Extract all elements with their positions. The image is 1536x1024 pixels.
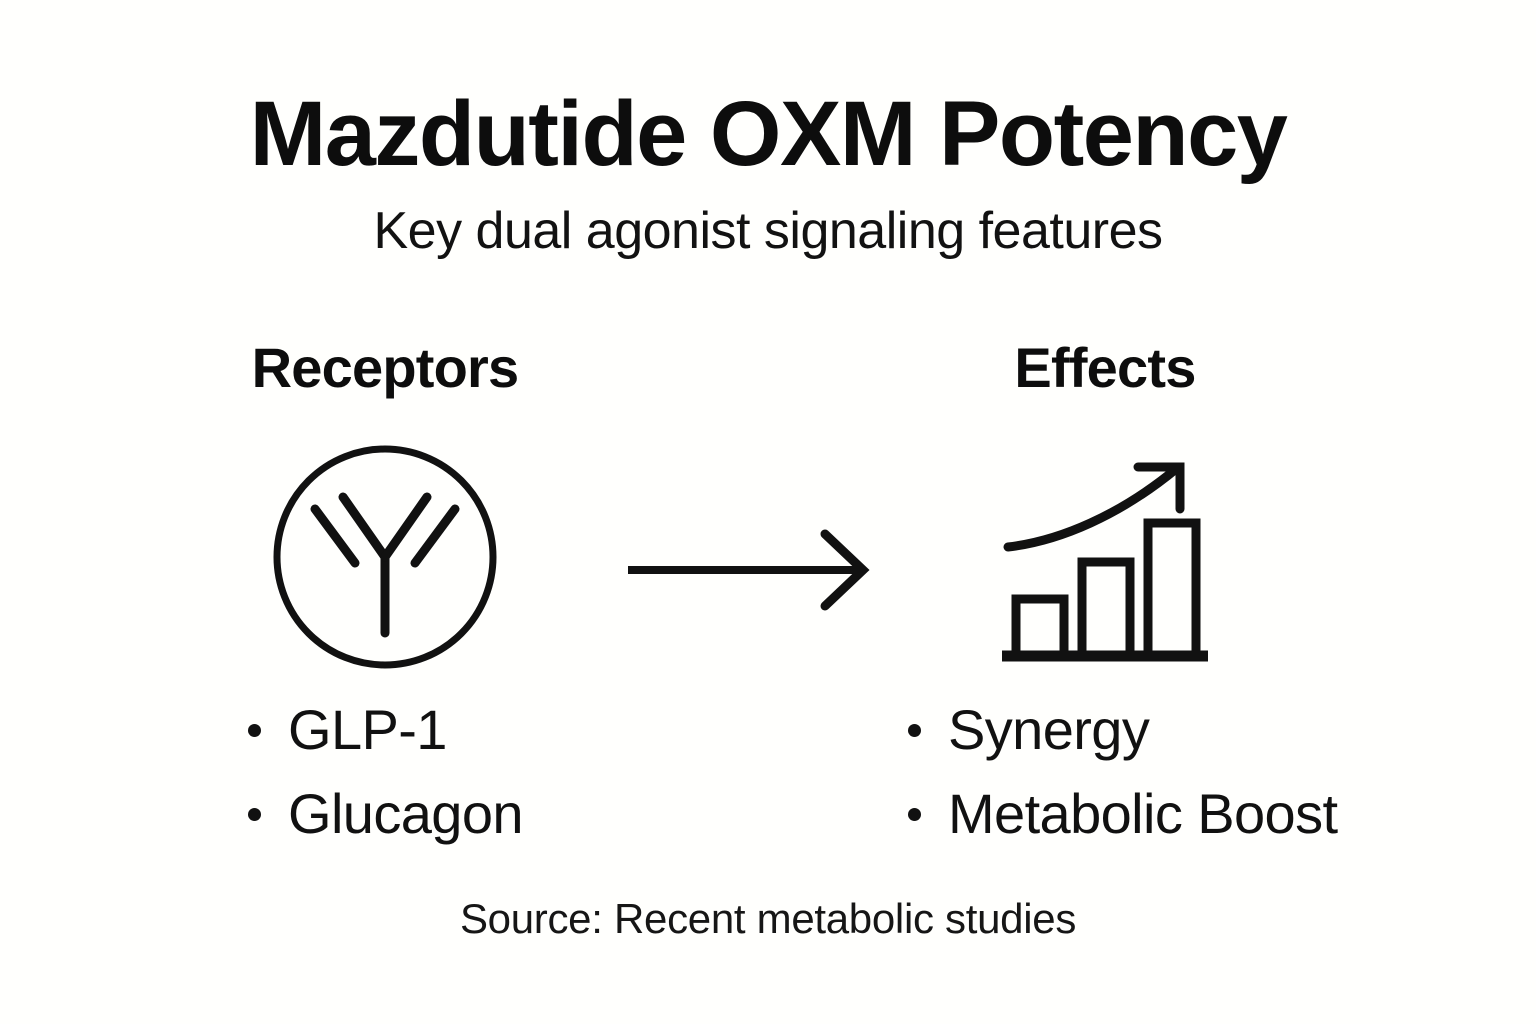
list-item-label: Synergy [948,698,1150,761]
column-heading-receptors: Receptors [251,336,519,399]
bullet-dot-icon [908,724,921,737]
receptor-icon-container [150,442,620,672]
bullet-dot-icon [248,808,261,821]
flow-arrow-container [620,520,880,620]
list-item: Synergy [908,702,1340,786]
growth-bar-chart-icon [1002,462,1208,662]
page-title: Mazdutide OXM Potency [249,83,1288,185]
list-item-label: GLP-1 [288,698,447,761]
column-effects: Effects Synergy Metaboli [870,340,1340,886]
right-arrow-icon [628,529,870,611]
bullet-list-receptors: GLP-1 Glucagon [150,702,620,870]
receptor-circle-icon [273,445,497,669]
list-item: GLP-1 [248,702,620,786]
bullet-list-effects: Synergy Metabolic Boost [870,702,1340,870]
list-item-label: Metabolic Boost [948,782,1338,845]
list-item-label: Glucagon [288,782,524,845]
bullet-dot-icon [908,808,921,821]
column-receptors: Receptors GLP-1 Glucagon [150,340,620,886]
effects-icon-container [870,442,1340,672]
bullet-dot-icon [248,724,261,737]
list-item: Glucagon [248,786,620,870]
column-heading-effects: Effects [1014,336,1196,399]
page-subtitle: Key dual agonist signaling features [373,202,1163,260]
list-item: Metabolic Boost [908,786,1340,870]
source-caption: Source: Recent metabolic studies [459,895,1077,942]
